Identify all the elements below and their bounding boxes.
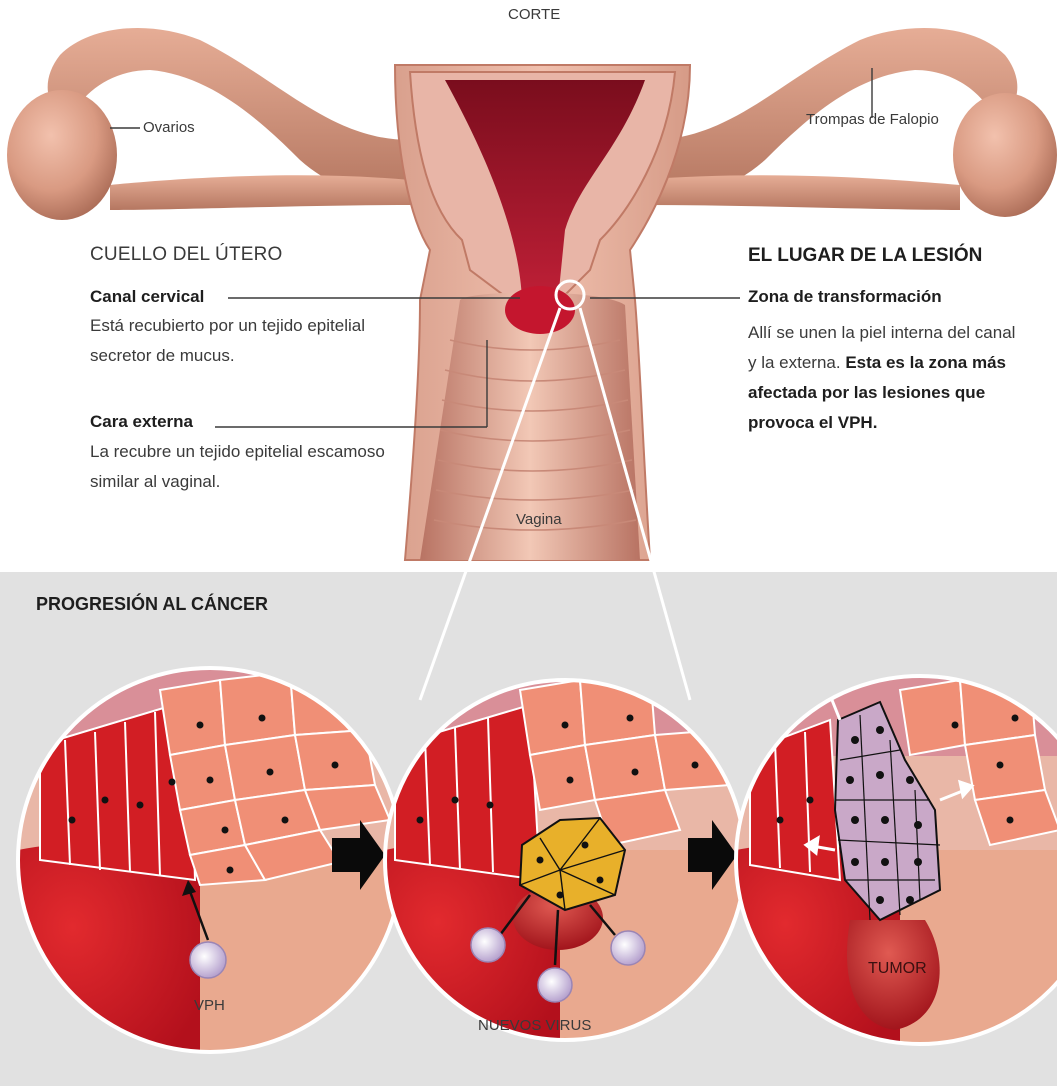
canal-cervical-text: Está recubierto por un tejido epitelial … (90, 311, 390, 371)
trompas-label: Trompas de Falopio (806, 111, 939, 128)
right-ovary (953, 93, 1057, 217)
canal-cervical-title: Canal cervical (90, 287, 204, 307)
vph-virus (190, 942, 226, 978)
right-lower-tube (640, 175, 960, 210)
cuello-title: CUELLO DEL ÚTERO (90, 244, 283, 266)
progresion-title: PROGRESIÓN AL CÁNCER (36, 594, 268, 615)
vph-label: VPH (194, 997, 225, 1014)
cara-externa-text: La recubre un tejido epitelial escamoso … (90, 437, 390, 497)
tumor-label: TUMOR (868, 960, 927, 978)
corte-label: CORTE (508, 6, 560, 23)
left-ovary (7, 90, 117, 220)
zona-title: Zona de transformación (748, 287, 942, 307)
ovarios-label: Ovarios (143, 119, 195, 136)
lesion-title: EL LUGAR DE LA LESIÓN (748, 245, 982, 267)
zona-text: Allí se unen la piel interna del canal y… (748, 318, 1028, 438)
vagina-label: Vagina (516, 511, 562, 528)
nuevos-virus-label: NUEVOS VIRUS (478, 1017, 591, 1034)
left-lower-tube (110, 175, 415, 210)
cara-externa-title: Cara externa (90, 412, 193, 432)
cervix-os (505, 286, 575, 334)
